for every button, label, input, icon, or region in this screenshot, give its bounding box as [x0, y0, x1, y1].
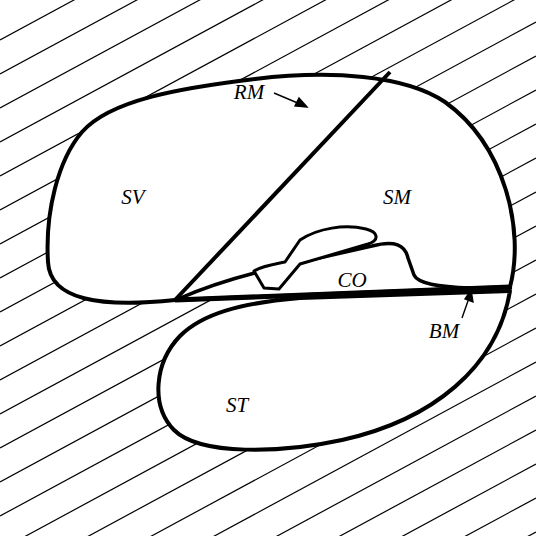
hatch-line	[0, 498, 536, 536]
hatch-line	[0, 0, 536, 74]
hatch-line	[0, 22, 536, 312]
reissner-membrane	[175, 72, 390, 300]
part-label: BM	[429, 321, 459, 342]
scala-tympani-outline	[158, 291, 510, 450]
arrow-head	[465, 290, 473, 302]
region-label: SV	[121, 187, 144, 208]
arrow-head	[295, 98, 307, 107]
part-label: CO	[337, 270, 366, 291]
hatch-line	[0, 532, 536, 536]
hatch-line	[0, 0, 536, 40]
part-label: RM	[234, 82, 264, 103]
hatch-line	[0, 260, 536, 536]
region-label: SM	[383, 187, 411, 208]
hatch-line	[0, 464, 536, 536]
leader-line	[462, 298, 469, 318]
region-label: ST	[226, 395, 248, 416]
